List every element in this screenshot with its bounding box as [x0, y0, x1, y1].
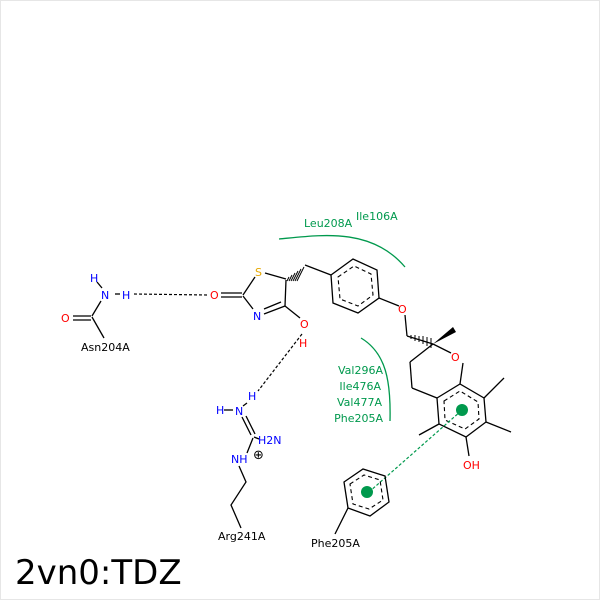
- hydrophobic-label: Ile106A: [356, 210, 398, 223]
- hydrophobic-label: Leu208A: [304, 217, 353, 230]
- hydrophobic-arc-side: [360, 337, 391, 422]
- pi-stack-line: [368, 410, 462, 493]
- hydrophobic-label: Phe205A: [334, 412, 383, 425]
- atom-h: H: [122, 289, 130, 302]
- atom-o: O: [210, 289, 219, 302]
- atom-h: H: [299, 337, 307, 350]
- ring-centroid-icon: [456, 404, 468, 416]
- diagram-title: 2vn0:TDZ: [15, 553, 182, 593]
- atom-h: H: [216, 404, 224, 417]
- hydrophobic-arc-top: [278, 234, 406, 268]
- atom-n: N: [101, 289, 109, 302]
- atom-h: H: [248, 390, 256, 403]
- hydrophobic-label: Val477A: [337, 396, 382, 409]
- residue-label: Arg241A: [218, 530, 266, 543]
- hbond-line: [257, 333, 303, 392]
- charge-plus-icon: ⊕: [253, 448, 264, 463]
- atom-nh: NH: [231, 453, 248, 466]
- atom-s: S: [255, 266, 262, 279]
- ligand-thiazolidinedione: O S N O H O O: [210, 258, 512, 472]
- atom-o: O: [398, 303, 407, 316]
- residue-label: Phe205A: [311, 537, 360, 550]
- atom-n: N: [253, 310, 261, 323]
- residue-asn204a: H N H O Asn204A: [61, 272, 130, 354]
- atom-h: H: [90, 272, 98, 285]
- hydrophobic-label: Ile476A: [339, 380, 381, 393]
- atom-h2n: H2N: [258, 434, 282, 447]
- atom-o: O: [451, 351, 460, 364]
- atom-o: O: [300, 318, 309, 331]
- atom-o: O: [61, 312, 70, 325]
- residue-phe205a: Phe205A: [311, 468, 390, 550]
- residue-label: Asn204A: [81, 341, 130, 354]
- hbond-line: [133, 293, 209, 296]
- ring-centroid-icon: [361, 486, 373, 498]
- atom-oh: OH: [463, 459, 480, 472]
- atom-n: N: [235, 405, 243, 418]
- residue-arg241a: H H N H2N NH ⊕ Arg241A: [216, 390, 282, 543]
- hydrophobic-label: Val296A: [338, 364, 383, 377]
